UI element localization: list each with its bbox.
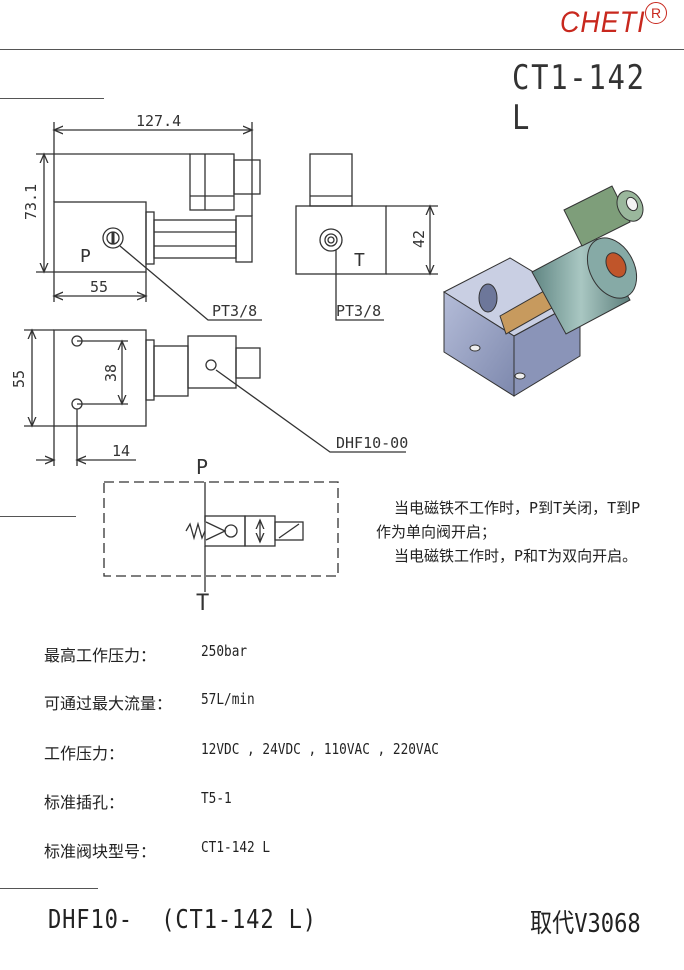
description-line-2: 作为单向阀开启；: [376, 523, 497, 541]
description-line-3: 当电磁铁工作时，P和T为双向开启。: [376, 547, 638, 565]
schematic-t-label: T: [196, 591, 209, 616]
dim-offset: 14: [112, 442, 130, 460]
valve-3d-render: [442, 185, 644, 397]
technical-drawing: 127.4 73.1 55 P T PT3/8 PT3/8 42 55 38 1…: [10, 112, 644, 616]
header-rule: [0, 49, 684, 50]
description-line-1: 当电磁铁不工作时，P到T关闭，T到P: [376, 499, 641, 517]
schematic-p-label: P: [196, 455, 208, 479]
valve-callout: DHF10-00: [336, 434, 408, 452]
section-rule-1: [0, 98, 104, 99]
port-p-outer: [102, 227, 124, 249]
spec-label: 可通过最大流量：: [44, 694, 173, 713]
side-view-block: [295, 205, 387, 275]
dim-base: 55: [90, 278, 108, 296]
brand-logo: CHETI: [560, 6, 646, 39]
spec-label: 工作压力：: [44, 744, 125, 763]
model-title: CT1-142 L: [512, 58, 646, 138]
registered-mark: R: [645, 2, 667, 24]
spec-value: CT1-142 L: [201, 838, 271, 856]
spec-label: 标准阀块型号：: [44, 842, 157, 861]
spec-value: T5-1: [201, 789, 232, 807]
section-rule-2: [0, 516, 76, 517]
spec-value: 12VDC , 24VDC , 110VAC , 220VAC: [201, 740, 439, 758]
replaces-note: 取代V3068: [530, 909, 641, 939]
dim-side-height: 42: [410, 230, 428, 248]
port-t-label: T: [354, 250, 365, 271]
schematic-envelope: [103, 481, 339, 577]
dim-height: 73.1: [22, 184, 40, 220]
part-number: DHF10- (CT1-142 L): [48, 905, 317, 935]
section-rule-3: [0, 888, 98, 889]
spec-value: 250bar: [201, 642, 248, 660]
thread-left-label: PT3/8: [212, 302, 257, 320]
top-view-block: [53, 329, 147, 427]
spec-label: 标准插孔：: [44, 793, 125, 812]
spec-label: 最高工作压力：: [44, 646, 157, 665]
port-p-label: P: [80, 246, 91, 267]
dim-hole-spacing: 38: [102, 364, 120, 382]
spec-value: 57L/min: [201, 690, 255, 708]
dim-top-height: 55: [10, 370, 28, 388]
thread-right-label: PT3/8: [336, 302, 381, 320]
front-view-block: [53, 201, 147, 273]
dim-width: 127.4: [136, 112, 181, 130]
function-description: 当电磁铁不工作时，P到T关闭，T到P 作为单向阀开启； 当电磁铁工作时，P和T为…: [376, 496, 676, 568]
